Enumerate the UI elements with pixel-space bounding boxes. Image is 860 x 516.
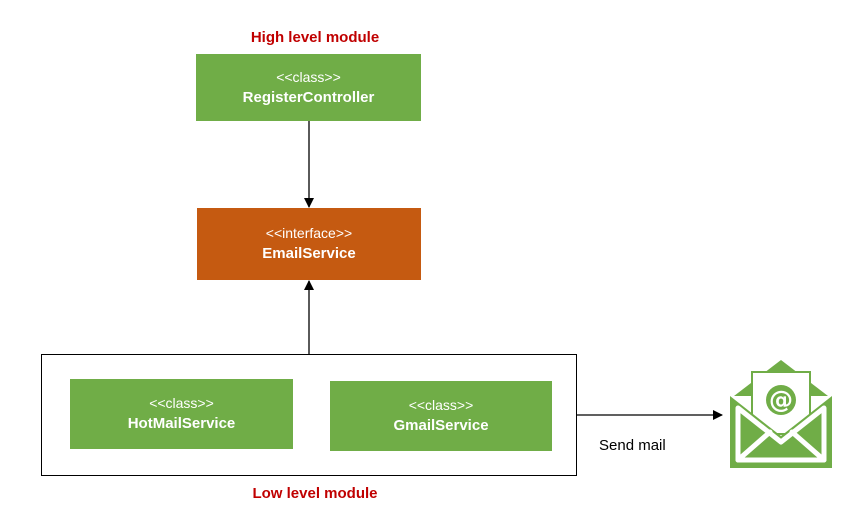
- low-level-module-container: [41, 354, 577, 476]
- send-mail-label: Send mail: [599, 437, 666, 454]
- hotmail-service-stereotype: <<class>>: [149, 395, 214, 411]
- register-controller-box[interactable]: <<class>> RegisterController: [196, 54, 421, 121]
- register-controller-stereotype: <<class>>: [276, 68, 341, 85]
- register-controller-name: RegisterController: [242, 88, 375, 106]
- hotmail-service-box[interactable]: <<class>> HotMailService: [70, 379, 293, 449]
- gmail-service-name: GmailService: [393, 417, 489, 434]
- gmail-service-stereotype: <<class>>: [408, 397, 474, 413]
- email-envelope-icon: @: [730, 360, 832, 468]
- high-level-module-label: High level module: [250, 29, 380, 46]
- email-service-stereotype: <<interface>>: [265, 225, 353, 241]
- email-service-box[interactable]: <<interface>> EmailService: [197, 208, 421, 280]
- svg-text:@: @: [769, 386, 793, 414]
- low-level-module-label: Low level module: [252, 485, 378, 502]
- hotmail-service-name: HotMailService: [127, 415, 236, 432]
- gmail-service-box[interactable]: <<class>> GmailService: [330, 381, 552, 451]
- email-service-name: EmailService: [262, 245, 356, 262]
